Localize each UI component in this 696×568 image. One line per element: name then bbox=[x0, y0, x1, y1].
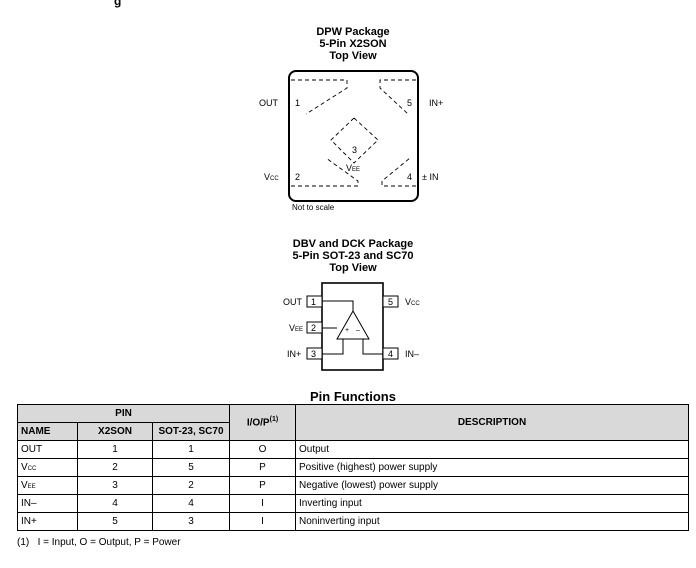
dpw-pad-outlines bbox=[291, 79, 416, 187]
table-row: VCC 2 5 P Positive (highest) power suppl… bbox=[17, 458, 689, 477]
dbv-pin4-number: 4 bbox=[388, 349, 394, 359]
row-name: OUT bbox=[17, 440, 78, 459]
dpw-package-outline bbox=[288, 70, 419, 202]
row-name: VCC bbox=[17, 458, 78, 477]
dpw-pin1-number: 1 bbox=[295, 98, 301, 108]
dpw-pin3-name: VEE bbox=[346, 163, 361, 173]
dbv-pin5-number: 5 bbox=[388, 297, 394, 307]
header-description: DESCRIPTION bbox=[295, 404, 689, 441]
row-sot: 4 bbox=[152, 494, 230, 513]
table-footnote: (1) I = Input, O = Output, P = Power bbox=[17, 537, 181, 548]
row-io: I bbox=[229, 494, 296, 513]
dbv-package-diagram bbox=[306, 282, 399, 371]
row-x2son: 1 bbox=[77, 440, 153, 459]
dbv-pin5-box bbox=[382, 295, 399, 308]
row-name: IN– bbox=[17, 494, 78, 513]
row-description: Negative (lowest) power supply bbox=[295, 476, 689, 495]
dpw-package-diagram bbox=[288, 70, 419, 202]
header-sot: SOT-23, SC70 bbox=[152, 422, 230, 441]
opamp-plus-symbol: + bbox=[345, 327, 350, 334]
row-sot: 1 bbox=[152, 440, 230, 459]
pin-functions-table: PIN I/O/P(1) DESCRIPTION NAME X2SON SOT-… bbox=[17, 404, 689, 531]
dpw-pin2-name: VCC bbox=[264, 172, 279, 182]
header-io: I/O/P(1) bbox=[229, 404, 296, 441]
opamp-triangle bbox=[336, 309, 370, 340]
row-sot: 3 bbox=[152, 512, 230, 531]
table-row: OUT 1 1 O Output bbox=[17, 440, 689, 459]
footnote-text: I = Input, O = Output, P = Power bbox=[37, 537, 181, 548]
footnote-marker: (1) bbox=[17, 537, 30, 548]
opamp-minus-symbol: – bbox=[356, 327, 360, 334]
row-description: Output bbox=[295, 440, 689, 459]
dpw-scale-note: Not to scale bbox=[292, 203, 335, 212]
row-description: Positive (highest) power supply bbox=[295, 458, 689, 477]
row-name: IN+ bbox=[17, 512, 78, 531]
row-x2son: 3 bbox=[77, 476, 153, 495]
row-io: P bbox=[229, 458, 296, 477]
row-sot: 5 bbox=[152, 458, 230, 477]
dpw-title-line2: 5-Pin X2SON bbox=[319, 38, 387, 50]
row-sot: 2 bbox=[152, 476, 230, 495]
dbv-title-line2: 5-Pin SOT-23 and SC70 bbox=[292, 250, 414, 262]
dpw-pin3-number: 3 bbox=[352, 145, 358, 155]
dpw-pin1-name: OUT bbox=[259, 98, 278, 108]
dpw-pin4-number: 4 bbox=[407, 172, 413, 182]
dbv-pin1-number: 1 bbox=[311, 297, 317, 307]
opamp-wiring bbox=[322, 300, 383, 355]
row-x2son: 4 bbox=[77, 494, 153, 513]
header-x2son: X2SON bbox=[77, 422, 153, 441]
dpw-package-title: DPW Package 5-Pin X2SON Top View bbox=[253, 26, 453, 62]
dbv-title-line3: Top View bbox=[329, 262, 377, 274]
dbv-pin2-number: 2 bbox=[311, 323, 317, 333]
row-io: O bbox=[229, 440, 296, 459]
dpw-pin2-number: 2 bbox=[295, 172, 301, 182]
table-row: VEE 3 2 P Negative (lowest) power supply bbox=[17, 476, 689, 495]
dbv-pin3-number: 3 bbox=[311, 349, 317, 359]
dbv-pin1-name: OUT bbox=[283, 297, 302, 307]
row-io: I bbox=[229, 512, 296, 531]
dpw-pin4-name: ± IN bbox=[422, 172, 439, 182]
row-x2son: 2 bbox=[77, 458, 153, 477]
row-description: Noninverting input bbox=[295, 512, 689, 531]
clipped-heading-fragment: g bbox=[114, 0, 122, 8]
header-name: NAME bbox=[17, 422, 78, 441]
dbv-package-title: DBV and DCK Package 5-Pin SOT-23 and SC7… bbox=[253, 238, 453, 274]
header-pin: PIN bbox=[17, 404, 230, 423]
row-io: P bbox=[229, 476, 296, 495]
pin-functions-title: Pin Functions bbox=[310, 389, 396, 404]
table-row: IN– 4 4 I Inverting input bbox=[17, 494, 689, 513]
dpw-pin5-name: IN+ bbox=[429, 98, 444, 108]
dbv-title-line1: DBV and DCK Package bbox=[292, 238, 414, 250]
dpw-title-line1: DPW Package bbox=[316, 26, 390, 38]
row-name: VEE bbox=[17, 476, 78, 495]
dbv-pin5-name: VCC bbox=[405, 297, 420, 307]
dbv-pin3-name: IN+ bbox=[287, 349, 302, 359]
table-row: IN+ 5 3 I Noninverting input bbox=[17, 512, 689, 531]
dpw-pin5-number: 5 bbox=[407, 98, 413, 108]
dpw-title-line3: Top View bbox=[329, 50, 377, 62]
row-x2son: 5 bbox=[77, 512, 153, 531]
row-description: Inverting input bbox=[295, 494, 689, 513]
dbv-pin4-name: IN– bbox=[405, 349, 420, 359]
dbv-pin2-name: VEE bbox=[289, 323, 304, 333]
